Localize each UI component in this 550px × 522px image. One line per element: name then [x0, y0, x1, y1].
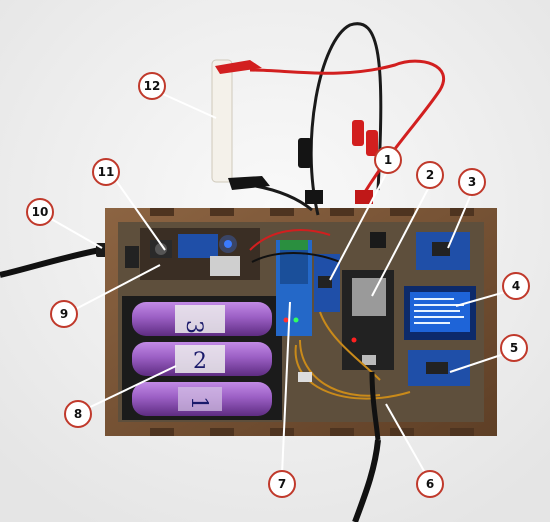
test-sample-strip [211, 59, 233, 183]
sensor-chip-bottom [426, 362, 448, 374]
esp32-shield-can [352, 278, 386, 316]
sensor-chip-top [432, 242, 450, 256]
battery-number-1: 1 [186, 396, 211, 410]
relay-terminal-block [280, 240, 308, 250]
blue-led [224, 240, 232, 248]
oled-text-lines [414, 298, 464, 324]
callout-number: 1 [384, 153, 392, 167]
relay-led-green [293, 317, 299, 323]
black-terminal-post [305, 190, 323, 204]
esp32-power-led [351, 337, 357, 343]
inductor-coil [155, 243, 167, 255]
callout-leaders [45, 89, 513, 479]
callout-number: 3 [468, 175, 476, 189]
heatsink-clip [210, 256, 240, 276]
callout-number: 2 [426, 168, 434, 182]
usb-cable-outside [352, 439, 381, 522]
red-alligator-clip [215, 60, 262, 74]
callout-number: 10 [32, 205, 49, 219]
black-alligator-clip [228, 176, 270, 190]
red-banana-plug-2 [366, 130, 378, 156]
battery-cells: 3 2 1 [132, 302, 272, 416]
callout-6: 6 [416, 470, 444, 498]
battery-label-patch-1 [178, 387, 222, 411]
black-banana-plug [298, 138, 312, 168]
finger-joints [150, 208, 474, 436]
callout-number: 12 [144, 79, 161, 93]
dc-power-cable [0, 247, 101, 278]
usb-cable-inside [369, 371, 381, 441]
relay-body [280, 250, 308, 284]
callout-9: 9 [50, 300, 78, 328]
relay-led-red [283, 317, 289, 323]
esp32-usb-port [362, 355, 376, 365]
battery-number-3: 3 [181, 320, 206, 334]
buck-converter-board [178, 234, 218, 258]
callout-12: 12 [138, 72, 166, 100]
callout-7: 7 [268, 470, 296, 498]
callout-4: 4 [502, 272, 530, 300]
red-terminal-post [355, 190, 373, 204]
battery-label-patch-3 [175, 305, 225, 333]
red-banana-plug-1 [352, 120, 364, 146]
callout-number: 4 [512, 279, 520, 293]
blue-led-glow [219, 235, 237, 253]
callout-2: 2 [416, 161, 444, 189]
callout-number: 5 [510, 341, 518, 355]
battery-label-patch-2 [175, 345, 225, 373]
callout-number: 9 [60, 307, 68, 321]
callout-number: 8 [74, 407, 82, 421]
push-button [370, 232, 386, 248]
callout-11: 11 [92, 158, 120, 186]
callout-number: 6 [426, 477, 434, 491]
current-sensor-chip [318, 276, 332, 288]
battery-number-2: 2 [193, 349, 207, 374]
callout-number: 11 [98, 165, 115, 179]
callout-number: 7 [278, 477, 286, 491]
callout-1: 1 [374, 146, 402, 174]
red-probe-lead [249, 59, 445, 201]
callout-8: 8 [64, 400, 92, 428]
callout-10: 10 [26, 198, 54, 226]
callout-5: 5 [500, 334, 528, 362]
dc-jack-socket [125, 246, 139, 268]
callout-3: 3 [458, 168, 486, 196]
